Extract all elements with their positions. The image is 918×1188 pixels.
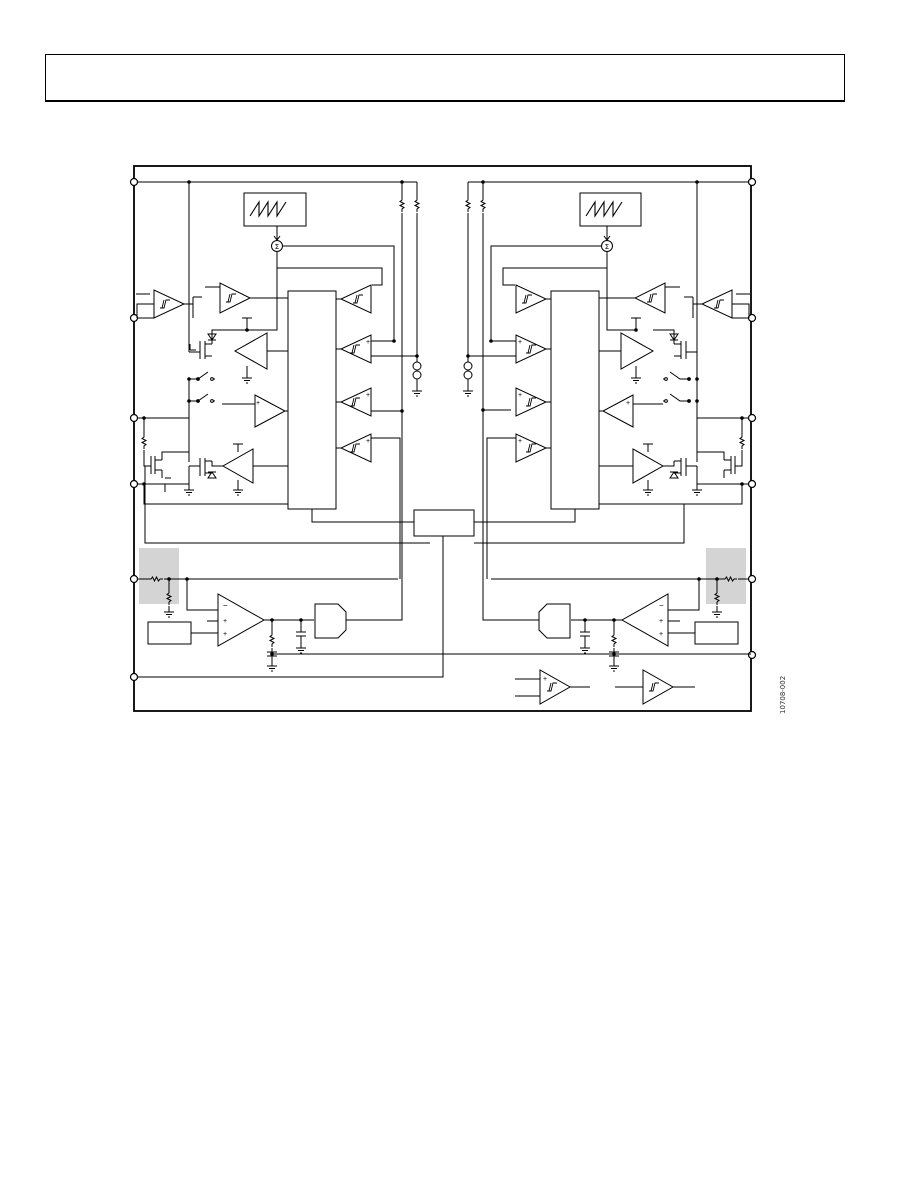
right-channel: Σ + + +	[462, 181, 750, 672]
pin-left-4	[129, 479, 139, 489]
svg-text:−: −	[659, 601, 664, 610]
svg-text:+: +	[223, 618, 227, 625]
amp-middle-right	[601, 394, 634, 428]
buffer-right	[633, 282, 666, 314]
svg-text:+: +	[518, 392, 522, 399]
amp-middle-left	[254, 394, 287, 428]
output-amp-left	[217, 593, 266, 647]
junctions	[142, 180, 744, 656]
comparator-left-d	[339, 433, 372, 463]
driver-low-left	[221, 448, 254, 484]
pin-right-4	[747, 479, 757, 489]
svg-text:Σ: Σ	[605, 243, 609, 251]
svg-text:+: +	[366, 438, 370, 445]
figure-id-label: 10708-002	[779, 675, 787, 714]
pin-right-1	[747, 177, 757, 187]
pin-left-2	[129, 313, 139, 323]
reference-block-right	[694, 621, 739, 645]
comparator-right-d	[515, 433, 548, 463]
pin-right-3	[747, 413, 757, 423]
summer-right	[601, 240, 613, 252]
summer-left	[271, 240, 283, 252]
svg-text:Σ: Σ	[275, 243, 279, 251]
left-channel: Σ + + +	[136, 181, 751, 672]
comparator-right-c	[515, 387, 548, 417]
pin-left-5	[129, 574, 139, 584]
comparator-input-left	[153, 289, 186, 319]
reference-block-left	[147, 621, 192, 645]
svg-text:−: −	[223, 601, 228, 610]
gate-left	[314, 603, 347, 639]
oscillator-right	[579, 192, 642, 227]
pin-left-6	[129, 672, 139, 682]
driver-high-left	[233, 332, 268, 370]
comparator-left-b	[339, 334, 372, 364]
svg-text:+: +	[518, 438, 522, 445]
comparator-right-b	[515, 334, 548, 364]
comparator-right-a	[515, 284, 548, 314]
pin-left-1	[129, 177, 139, 187]
svg-text:+: +	[256, 400, 260, 407]
central-block	[413, 509, 475, 537]
comparator-left-c	[339, 387, 372, 417]
page-header-box	[45, 54, 845, 102]
gate-right	[538, 603, 571, 639]
oscillator-left	[243, 192, 307, 227]
ic-boundary	[133, 165, 752, 712]
svg-text:+: +	[659, 631, 663, 638]
svg-text:+: +	[366, 339, 370, 346]
svg-text:+: +	[626, 400, 630, 407]
pin-right-5	[747, 574, 757, 584]
pin-right-6	[747, 650, 757, 660]
svg-text:+: +	[366, 392, 370, 399]
pin-left-3	[129, 413, 139, 423]
output-amp-right	[620, 593, 669, 647]
buffer-left	[219, 282, 252, 314]
svg-text:+: +	[659, 618, 663, 625]
driver-high-right	[620, 332, 655, 370]
legend-symbols: +	[515, 669, 695, 705]
logic-block-left	[287, 290, 337, 510]
logic-block-right	[550, 290, 600, 510]
shaded-region-right	[706, 548, 746, 604]
pin-right-2	[747, 313, 757, 323]
svg-text:+: +	[543, 676, 547, 683]
svg-text:+: +	[518, 339, 522, 346]
driver-low-right	[632, 448, 665, 484]
comparator-left-a	[339, 284, 372, 314]
svg-text:+: +	[223, 631, 227, 638]
shaded-region-left	[139, 548, 179, 604]
